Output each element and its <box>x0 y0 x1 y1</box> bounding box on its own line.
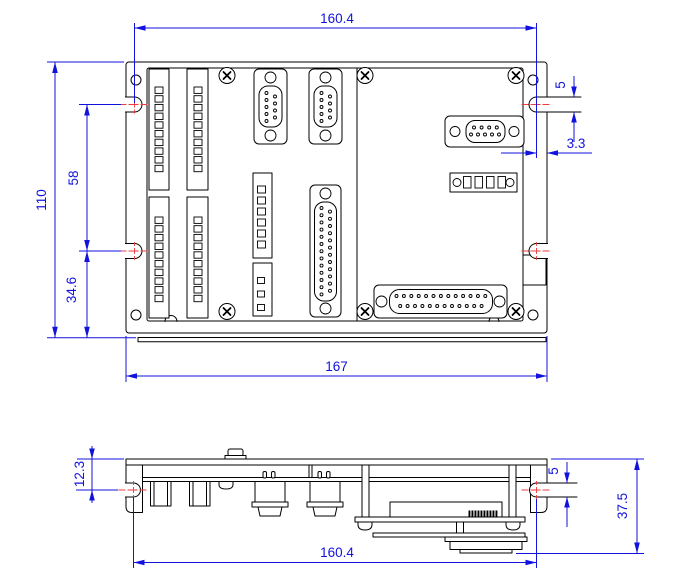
dim-slot-to-bottom: 34.6 <box>64 251 90 338</box>
pcb-edge <box>142 477 531 482</box>
dim-slot-edge-offset: 3.3 <box>501 136 592 156</box>
dim-side-top-to-slot: 12.3 <box>72 446 124 503</box>
center-mark <box>521 481 552 499</box>
db9-side-1 <box>251 481 289 517</box>
dim-label-plate-width: 167 <box>325 359 348 374</box>
screw-icon <box>356 67 374 84</box>
db25-connector-horizontal <box>373 284 508 319</box>
panel-bump <box>164 315 178 322</box>
db25-connector-vertical <box>309 184 342 318</box>
center-mark <box>521 242 552 260</box>
dsub-side-bottom <box>444 536 528 554</box>
screw-icon <box>218 67 236 84</box>
dim-side-slot-span: 160.4 <box>133 497 537 568</box>
standoff-post <box>361 464 370 518</box>
dim-label-side-slot-width: 5 <box>546 467 561 475</box>
screw-icon <box>507 303 525 320</box>
dim-side-height: 37.5 <box>516 458 644 554</box>
dim-label-side-top-to-slot: 12.3 <box>72 461 87 487</box>
dim-side-slot-width: 5 <box>546 462 578 527</box>
dim-plate-height: 110 <box>34 61 136 339</box>
panel-screws <box>218 67 525 320</box>
sub-pcb-edge <box>372 532 526 538</box>
dim-label-slot-to-bottom: 34.6 <box>64 277 79 303</box>
screw-icon <box>507 67 525 84</box>
dim-label-plate-height: 110 <box>34 189 49 211</box>
button <box>227 448 244 457</box>
dim-label-side-height: 37.5 <box>615 493 630 519</box>
dim-label-side-slot-span: 160.4 <box>320 545 354 560</box>
pin <box>271 471 276 479</box>
slot-center-marks-side <box>118 481 552 499</box>
dim-slot-spacing: 58 <box>66 104 121 252</box>
terminal-block-side <box>150 481 172 507</box>
edge-tab <box>522 254 547 286</box>
foot-bump <box>357 521 373 531</box>
pin <box>262 471 267 479</box>
terminal-block-side <box>189 481 211 507</box>
bottom-bracket <box>354 516 526 523</box>
corner-hole <box>527 74 539 86</box>
terminal-block <box>148 68 170 191</box>
dim-label-top-slot-span: 160.4 <box>320 11 354 26</box>
pin-comb <box>468 510 498 518</box>
screw-icon <box>356 303 374 320</box>
corner-hole <box>527 309 539 321</box>
dim-slot-width: 5 <box>547 76 582 142</box>
terminal-block <box>186 68 209 191</box>
center-mark <box>119 242 150 260</box>
center-mark <box>118 481 149 499</box>
board-connector <box>456 521 464 534</box>
side-view: 12.3 5 37.5 160.4 <box>72 446 644 568</box>
db9-connector-vertical-1 <box>253 68 288 145</box>
dim-label-slot-edge-offset: 3.3 <box>567 136 586 151</box>
standoff-bump <box>218 481 234 490</box>
top-plate-edge <box>125 458 548 466</box>
corner-hole <box>130 309 142 321</box>
side-components <box>150 464 528 554</box>
db9-side-2 <box>306 481 344 517</box>
db9-connector-right <box>444 115 525 148</box>
dim-label-slot-width: 5 <box>553 81 568 89</box>
dim-top-slot-span: 160.4 <box>134 11 537 158</box>
pin <box>317 471 322 479</box>
pin-header-3 <box>252 262 273 317</box>
support-post <box>308 464 313 478</box>
corner-hole <box>130 74 142 86</box>
db9-connector-vertical-2 <box>308 68 343 145</box>
foot-bump <box>505 521 521 531</box>
standoff-post <box>508 464 517 518</box>
screw-icon <box>218 303 236 320</box>
pin <box>326 471 331 479</box>
top-view: 160.4 110 58 34.6 <box>34 11 592 382</box>
dim-label-slot-spacing: 58 <box>66 170 81 185</box>
aux-connector-4pin <box>449 172 518 193</box>
dim-plate-width: 167 <box>125 336 548 382</box>
bottom-flange-strip <box>137 337 547 343</box>
terminal-blocks <box>148 68 209 319</box>
pin-header-6 <box>252 172 273 259</box>
